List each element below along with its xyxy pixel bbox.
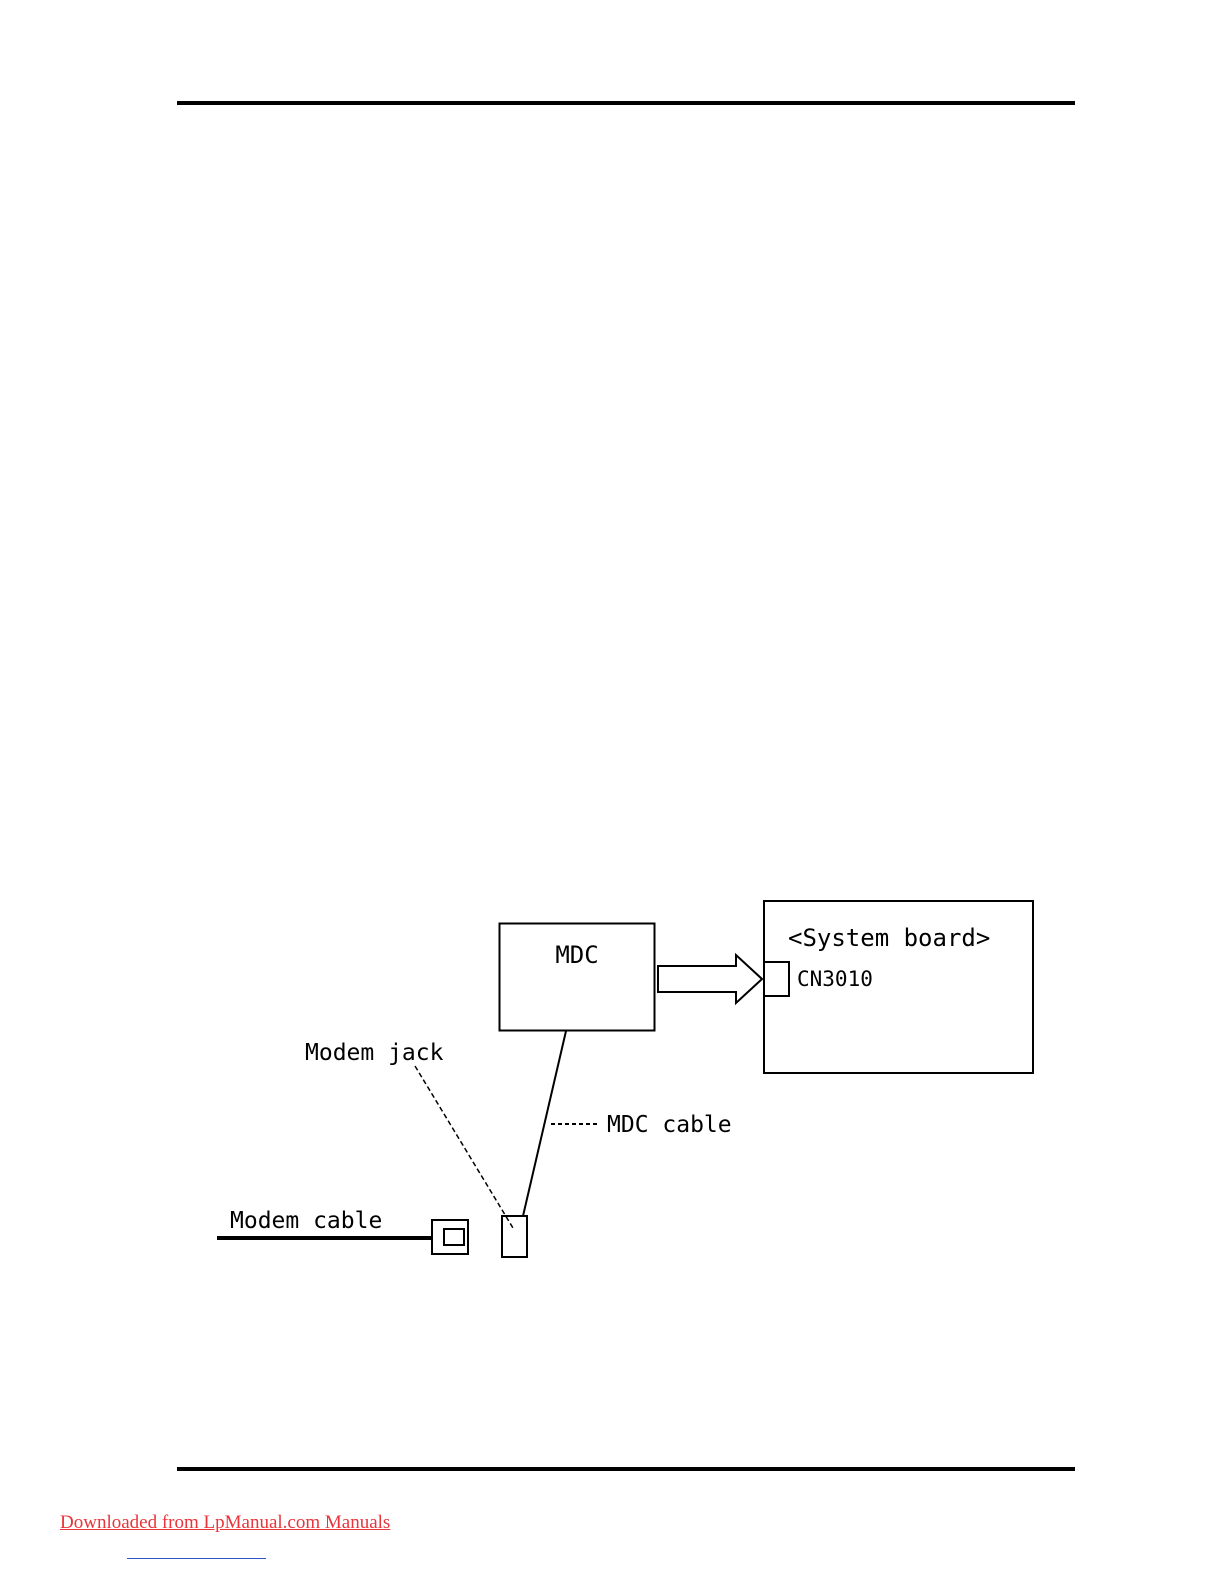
footer-link-underline: [127, 1558, 266, 1559]
mdc-module-box: [500, 924, 655, 1031]
footer-rule: [177, 1467, 1075, 1471]
connector-label: CN3010: [797, 967, 873, 991]
mdc-to-board-arrow: [658, 955, 762, 1003]
modem-cable-label: Modem cable: [230, 1208, 382, 1234]
download-source-link[interactable]: Downloaded from LpManual.com Manuals: [60, 1512, 390, 1534]
mdc-cable-label: MDC cable: [607, 1112, 732, 1138]
modem-jack: [502, 1216, 527, 1257]
cn3010-connector: [764, 962, 789, 996]
modem-jack-leader: [415, 1066, 513, 1228]
system-board-label: <System board>: [788, 924, 990, 952]
modem-jack-label: Modem jack: [305, 1040, 444, 1066]
modem-cable-plug-inner: [444, 1229, 464, 1245]
mdc-label: MDC: [555, 941, 598, 969]
